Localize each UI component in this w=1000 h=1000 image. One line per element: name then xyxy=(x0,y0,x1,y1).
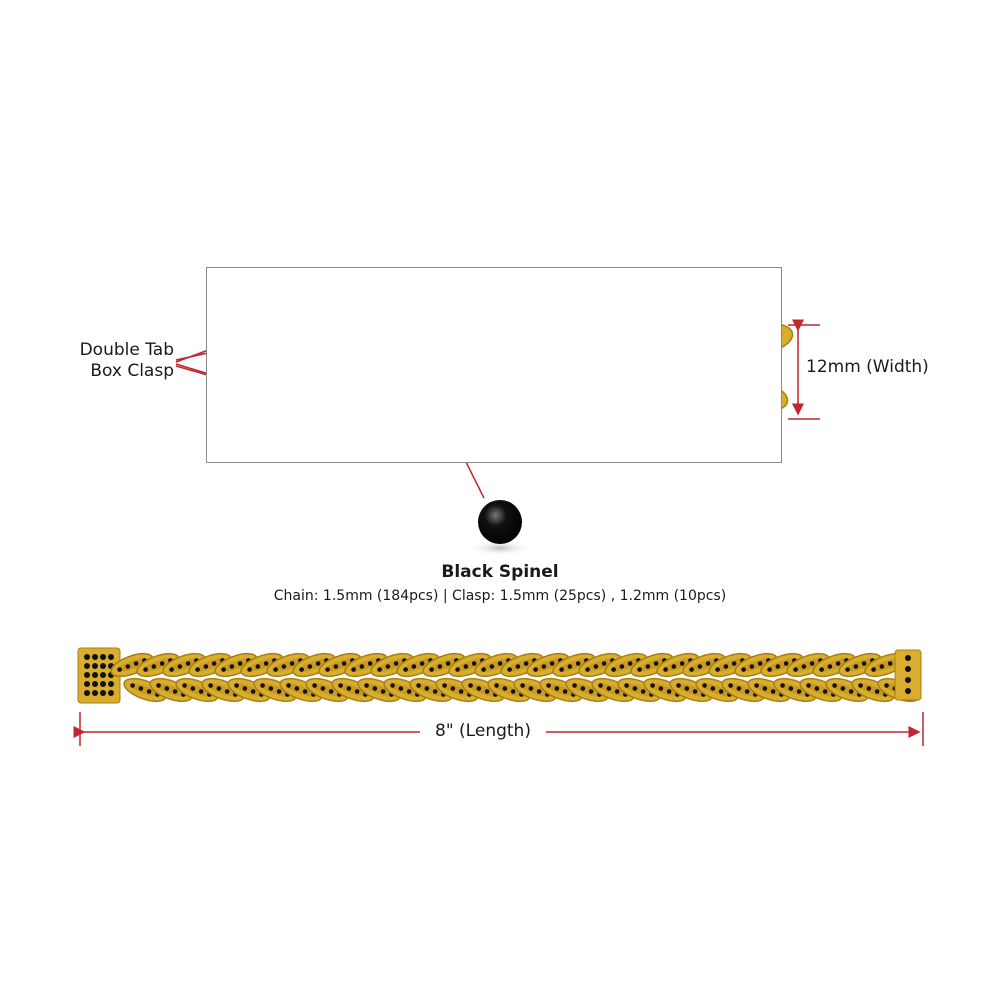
clasp-label-line1: Double Tab xyxy=(79,340,174,360)
gem-shadow xyxy=(468,540,532,556)
chain-link xyxy=(370,652,414,678)
chain-link xyxy=(227,677,271,703)
chain-link xyxy=(669,677,713,703)
chain-link xyxy=(513,677,557,703)
clasp-callout: Double Tab Box Clasp xyxy=(60,340,174,382)
detail-frame xyxy=(206,267,782,463)
chain-link xyxy=(175,677,219,703)
chain-link xyxy=(708,652,752,678)
chain-link xyxy=(201,677,245,703)
chain-link xyxy=(123,677,167,703)
chain-link xyxy=(448,652,492,678)
length-label: 8" (Length) xyxy=(420,721,546,741)
stone-name: Black Spinel xyxy=(441,562,559,582)
chain-link xyxy=(487,677,531,703)
chain-link xyxy=(396,652,440,678)
chain-link xyxy=(383,677,427,703)
chain-link xyxy=(500,652,544,678)
chain-link xyxy=(214,652,258,678)
chain-link xyxy=(461,677,505,703)
black-spinel-gem-icon xyxy=(478,500,522,544)
clasp-label-line2: Box Clasp xyxy=(90,361,174,381)
chain-link xyxy=(656,652,700,678)
bracelet-image xyxy=(77,647,922,704)
chain-link xyxy=(136,652,180,678)
width-label: 12mm (Width) xyxy=(806,357,929,377)
chain-link xyxy=(305,677,349,703)
chain-link xyxy=(682,652,726,678)
chain-link xyxy=(539,677,583,703)
chain-link xyxy=(812,652,856,678)
chain-link xyxy=(721,677,765,703)
chain-link xyxy=(188,652,232,678)
chain-link xyxy=(318,652,362,678)
chain-link xyxy=(591,677,635,703)
width-dimension xyxy=(788,319,820,420)
chain-link xyxy=(253,677,297,703)
stone-details: Chain: 1.5mm (184pcs) | Clasp: 1.5mm (25… xyxy=(273,588,727,604)
chain-link xyxy=(760,652,804,678)
chain-link xyxy=(526,652,570,678)
chain-link xyxy=(435,677,479,703)
